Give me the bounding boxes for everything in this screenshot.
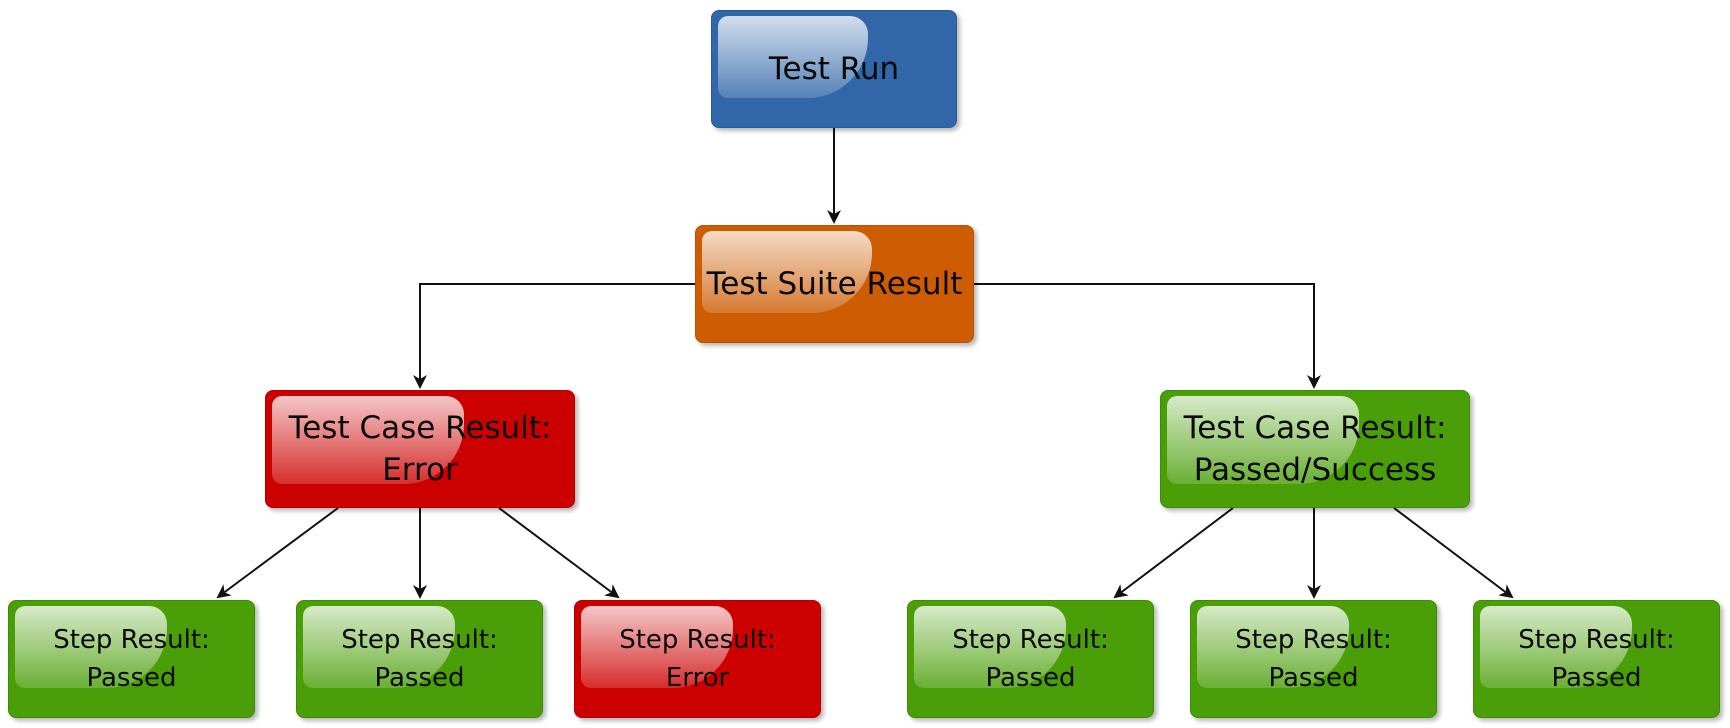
test-suite-result-node[interactable]: Test Suite Result [695,225,974,343]
step-result-title: Step Result: [952,625,1109,655]
test-run-node[interactable]: Test Run [711,10,957,128]
step-result-status: Passed [86,663,177,693]
test-run-label: Test Run [768,51,900,87]
test-suite-result-label: Test Suite Result [706,266,963,302]
step-result-title: Step Result: [1518,625,1675,655]
step-result-status: Error [665,663,730,693]
edge-suite-to-case-error [413,283,695,389]
edge-case-passed-to-step-4 [1113,507,1234,599]
test-case-error-status: Error [382,452,458,488]
step-result-node-3[interactable]: Step Result: Error [574,600,821,718]
edge-case-error-to-step-3 [498,507,620,599]
edge-case-passed-to-step-6 [1393,507,1514,599]
step-result-status: Passed [374,663,465,693]
test-case-passed-node[interactable]: Test Case Result: Passed/Success [1160,390,1470,508]
test-case-error-title: Test Case Result: [288,410,552,446]
step-result-node-2[interactable]: Step Result: Passed [296,600,543,718]
step-result-node-1[interactable]: Step Result: Passed [8,600,255,718]
test-case-passed-status: Passed/Success [1193,452,1437,488]
step-result-title: Step Result: [341,625,498,655]
step-result-node-6[interactable]: Step Result: Passed [1473,600,1720,718]
step-result-title: Step Result: [1235,625,1392,655]
step-result-node-4[interactable]: Step Result: Passed [907,600,1154,718]
test-case-passed-title: Test Case Result: [1183,410,1447,446]
step-result-node-5[interactable]: Step Result: Passed [1190,600,1437,718]
step-result-status: Passed [985,663,1076,693]
step-result-status: Passed [1551,663,1642,693]
step-result-title: Step Result: [619,625,776,655]
step-result-status: Passed [1268,663,1359,693]
test-case-error-node[interactable]: Test Case Result: Error [265,390,575,508]
step-result-title: Step Result: [53,625,210,655]
edge-suite-to-case-passed [974,283,1321,389]
edge-case-error-to-step-1 [216,507,339,599]
